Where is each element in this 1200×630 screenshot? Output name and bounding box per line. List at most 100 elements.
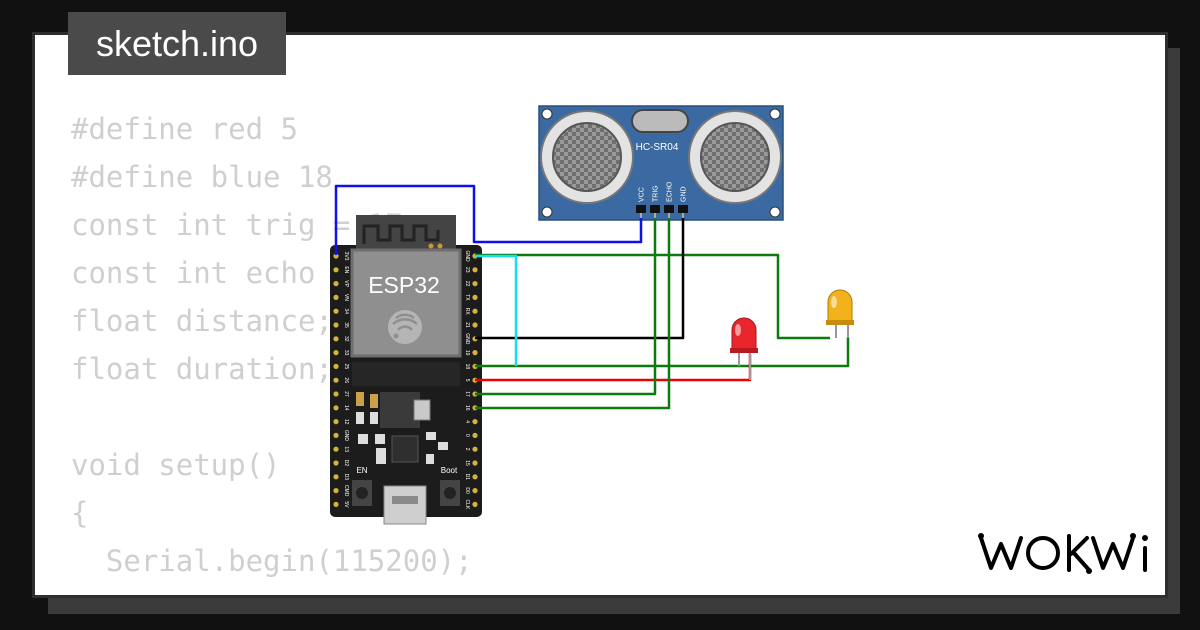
- smd-pad: [428, 243, 434, 249]
- red-led[interactable]: [730, 317, 758, 380]
- smd-pad: [437, 243, 443, 249]
- sensor-pin-header: [664, 205, 674, 213]
- pin-label: 13: [343, 446, 349, 452]
- pin-label: GND: [464, 333, 470, 345]
- pin-hole[interactable]: [333, 308, 339, 314]
- pin-hole[interactable]: [333, 446, 339, 452]
- pin-hole[interactable]: [333, 363, 339, 369]
- pin-hole[interactable]: [333, 350, 339, 356]
- red-led-rim: [730, 348, 758, 353]
- wire-echo[interactable]: [475, 218, 671, 410]
- pin-hole[interactable]: [333, 377, 339, 383]
- yellow-led-body: [827, 289, 853, 325]
- pin-hole[interactable]: [333, 267, 339, 273]
- pin-label: 25: [343, 364, 349, 370]
- wire-gnd-sensor[interactable]: [475, 218, 685, 340]
- pin-hole[interactable]: [472, 488, 478, 494]
- code-line: Serial.println("Hello, ESP32!");: [71, 585, 665, 595]
- pin-hole[interactable]: [472, 432, 478, 438]
- wire-vcc-blue[interactable]: [334, 184, 643, 255]
- yellow-led[interactable]: [826, 289, 854, 338]
- pin-hole[interactable]: [333, 419, 339, 425]
- wire-trig[interactable]: [475, 218, 657, 396]
- wire-cyan[interactable]: [475, 254, 518, 366]
- pin-label: D0: [464, 487, 470, 494]
- code-line: float duration;: [71, 352, 333, 386]
- led-highlight: [831, 296, 837, 308]
- smd-component: [375, 434, 385, 444]
- pin-label: D1: [464, 474, 470, 481]
- pin-hole[interactable]: [333, 391, 339, 397]
- usb-uart-chip: [391, 435, 419, 463]
- pin-label: 23: [464, 267, 470, 273]
- led-highlight: [735, 324, 741, 336]
- pin-label: CMD: [343, 485, 349, 497]
- pin-hole[interactable]: [333, 432, 339, 438]
- sensor-pin-label: ECHO: [667, 181, 674, 202]
- pin-label: EN: [343, 266, 349, 273]
- esp32-board[interactable]: ESP32 EN Boot 3V3ENVPVN34353233252627141…: [330, 215, 482, 525]
- pin-label: 5V: [343, 501, 349, 508]
- pin-hole[interactable]: [333, 322, 339, 328]
- boot-button-cap: [444, 487, 456, 499]
- code-line: {: [71, 496, 89, 530]
- pin-label: 14: [343, 405, 349, 411]
- pin-label: 0: [464, 434, 470, 437]
- wire-gnd-yellow-led[interactable]: [475, 253, 830, 340]
- pin-hole[interactable]: [472, 350, 478, 356]
- wire-blue-pin-led[interactable]: [475, 337, 850, 368]
- pin-hole[interactable]: [333, 474, 339, 480]
- smd-component: [356, 392, 364, 406]
- pin-label: 32: [343, 336, 349, 342]
- pin-label: 4: [464, 420, 470, 423]
- sensor-pin-header: [650, 205, 660, 213]
- pin-label: 21: [464, 322, 470, 328]
- code-line: #define red 5: [71, 112, 298, 146]
- pin-hole[interactable]: [472, 460, 478, 466]
- pin-hole[interactable]: [472, 308, 478, 314]
- sensor-pin-label: TRIG: [653, 185, 660, 202]
- code-line: float distance;: [71, 304, 333, 338]
- pin-hole[interactable]: [333, 336, 339, 342]
- sensor-pin-header: [678, 205, 688, 213]
- pin-label: RX: [464, 308, 470, 316]
- transducer-right-mesh: [700, 122, 770, 192]
- pin-hole[interactable]: [333, 253, 339, 259]
- pin-hole[interactable]: [472, 267, 478, 273]
- pin-hole[interactable]: [472, 281, 478, 287]
- pin-hole[interactable]: [472, 446, 478, 452]
- code-line: #define blue 18: [71, 160, 333, 194]
- pin-label: GND: [464, 250, 470, 262]
- pin-hole[interactable]: [333, 405, 339, 411]
- pin-hole[interactable]: [333, 488, 339, 494]
- red-led-body: [731, 317, 757, 353]
- pin-label: 22: [464, 281, 470, 287]
- code-preview: #define red 5 #define blue 18 const int tr…: [71, 105, 665, 595]
- pin-hole[interactable]: [472, 419, 478, 425]
- pin-hole[interactable]: [472, 501, 478, 507]
- yellow-led-rim: [826, 320, 854, 325]
- pin-hole[interactable]: [472, 474, 478, 480]
- pin-label: VN: [343, 294, 349, 301]
- left-pin-header: 3V3ENVPVN343532332526271412GND13D2D3CMD5…: [333, 252, 349, 508]
- pin-hole[interactable]: [472, 294, 478, 300]
- pin-label: 15: [464, 460, 470, 466]
- mount-hole: [541, 108, 553, 120]
- pin-hole[interactable]: [333, 460, 339, 466]
- smd-component: [426, 432, 436, 440]
- pin-hole[interactable]: [333, 294, 339, 300]
- pin-hole[interactable]: [333, 501, 339, 507]
- mount-hole: [541, 206, 553, 218]
- pin-hole[interactable]: [333, 281, 339, 287]
- en-label: EN: [356, 466, 367, 475]
- mount-hole: [769, 206, 781, 218]
- module-base: [352, 362, 460, 386]
- smd-component: [438, 442, 448, 450]
- pin-hole[interactable]: [472, 322, 478, 328]
- pin-label: TX: [464, 294, 470, 301]
- pin-label: CLK: [464, 500, 470, 510]
- code-line: const int trig = 17;: [71, 208, 421, 242]
- file-tab[interactable]: sketch.ino: [68, 12, 286, 75]
